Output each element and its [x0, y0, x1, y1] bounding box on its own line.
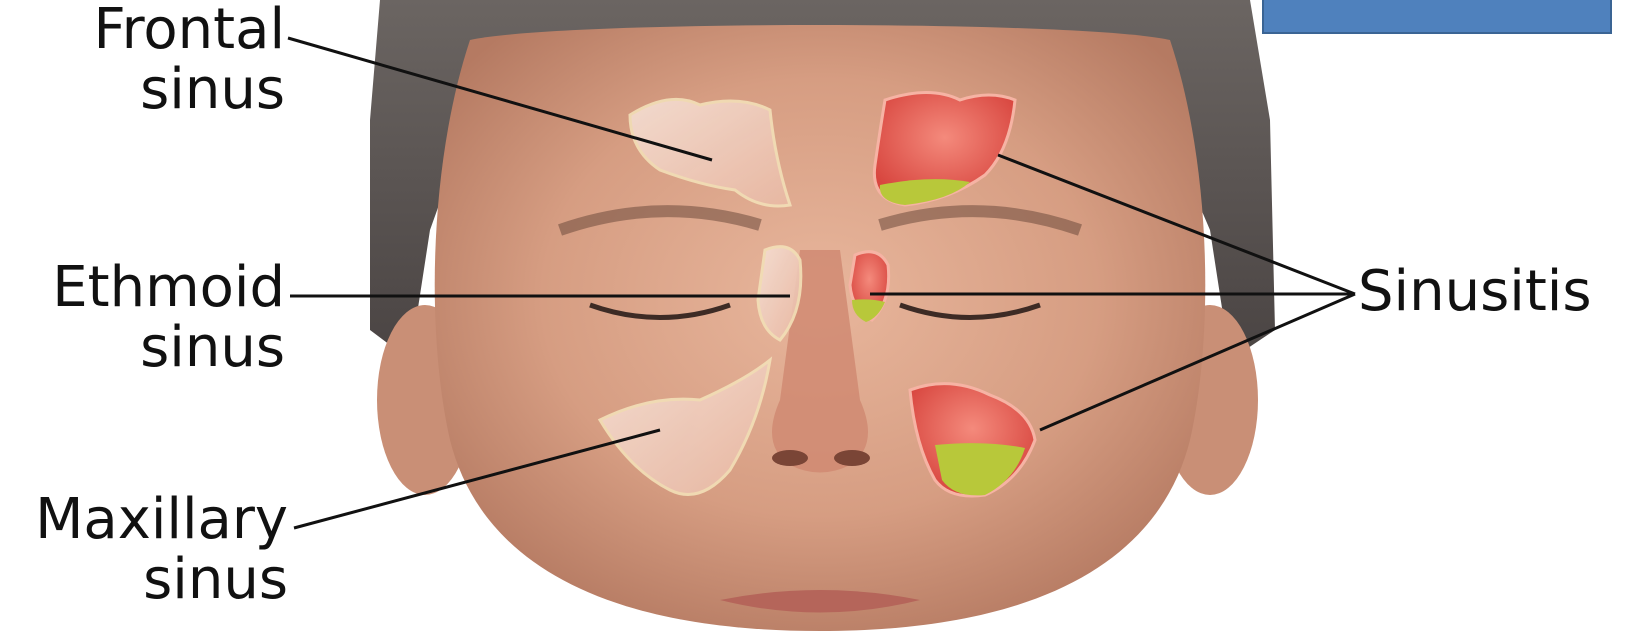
ethmoid-label-line2: sinus: [20, 318, 285, 378]
frontal-label-line2: sinus: [40, 60, 285, 120]
right-nostril: [834, 450, 870, 466]
ethmoid-sinus-label: Ethmoid sinus: [20, 258, 285, 379]
left-nostril: [772, 450, 808, 466]
frontal-label-line1: Frontal: [40, 0, 285, 60]
ethmoid-label-line1: Ethmoid: [20, 258, 285, 318]
sinusitis-label: Sinusitis: [1358, 262, 1592, 322]
maxillary-sinus-label: Maxillary sinus: [0, 490, 288, 611]
maxillary-label-line1: Maxillary: [0, 490, 288, 550]
blue-banner-box: [1262, 0, 1612, 34]
frontal-sinus-label: Frontal sinus: [40, 0, 285, 121]
maxillary-label-line2: sinus: [0, 550, 288, 610]
